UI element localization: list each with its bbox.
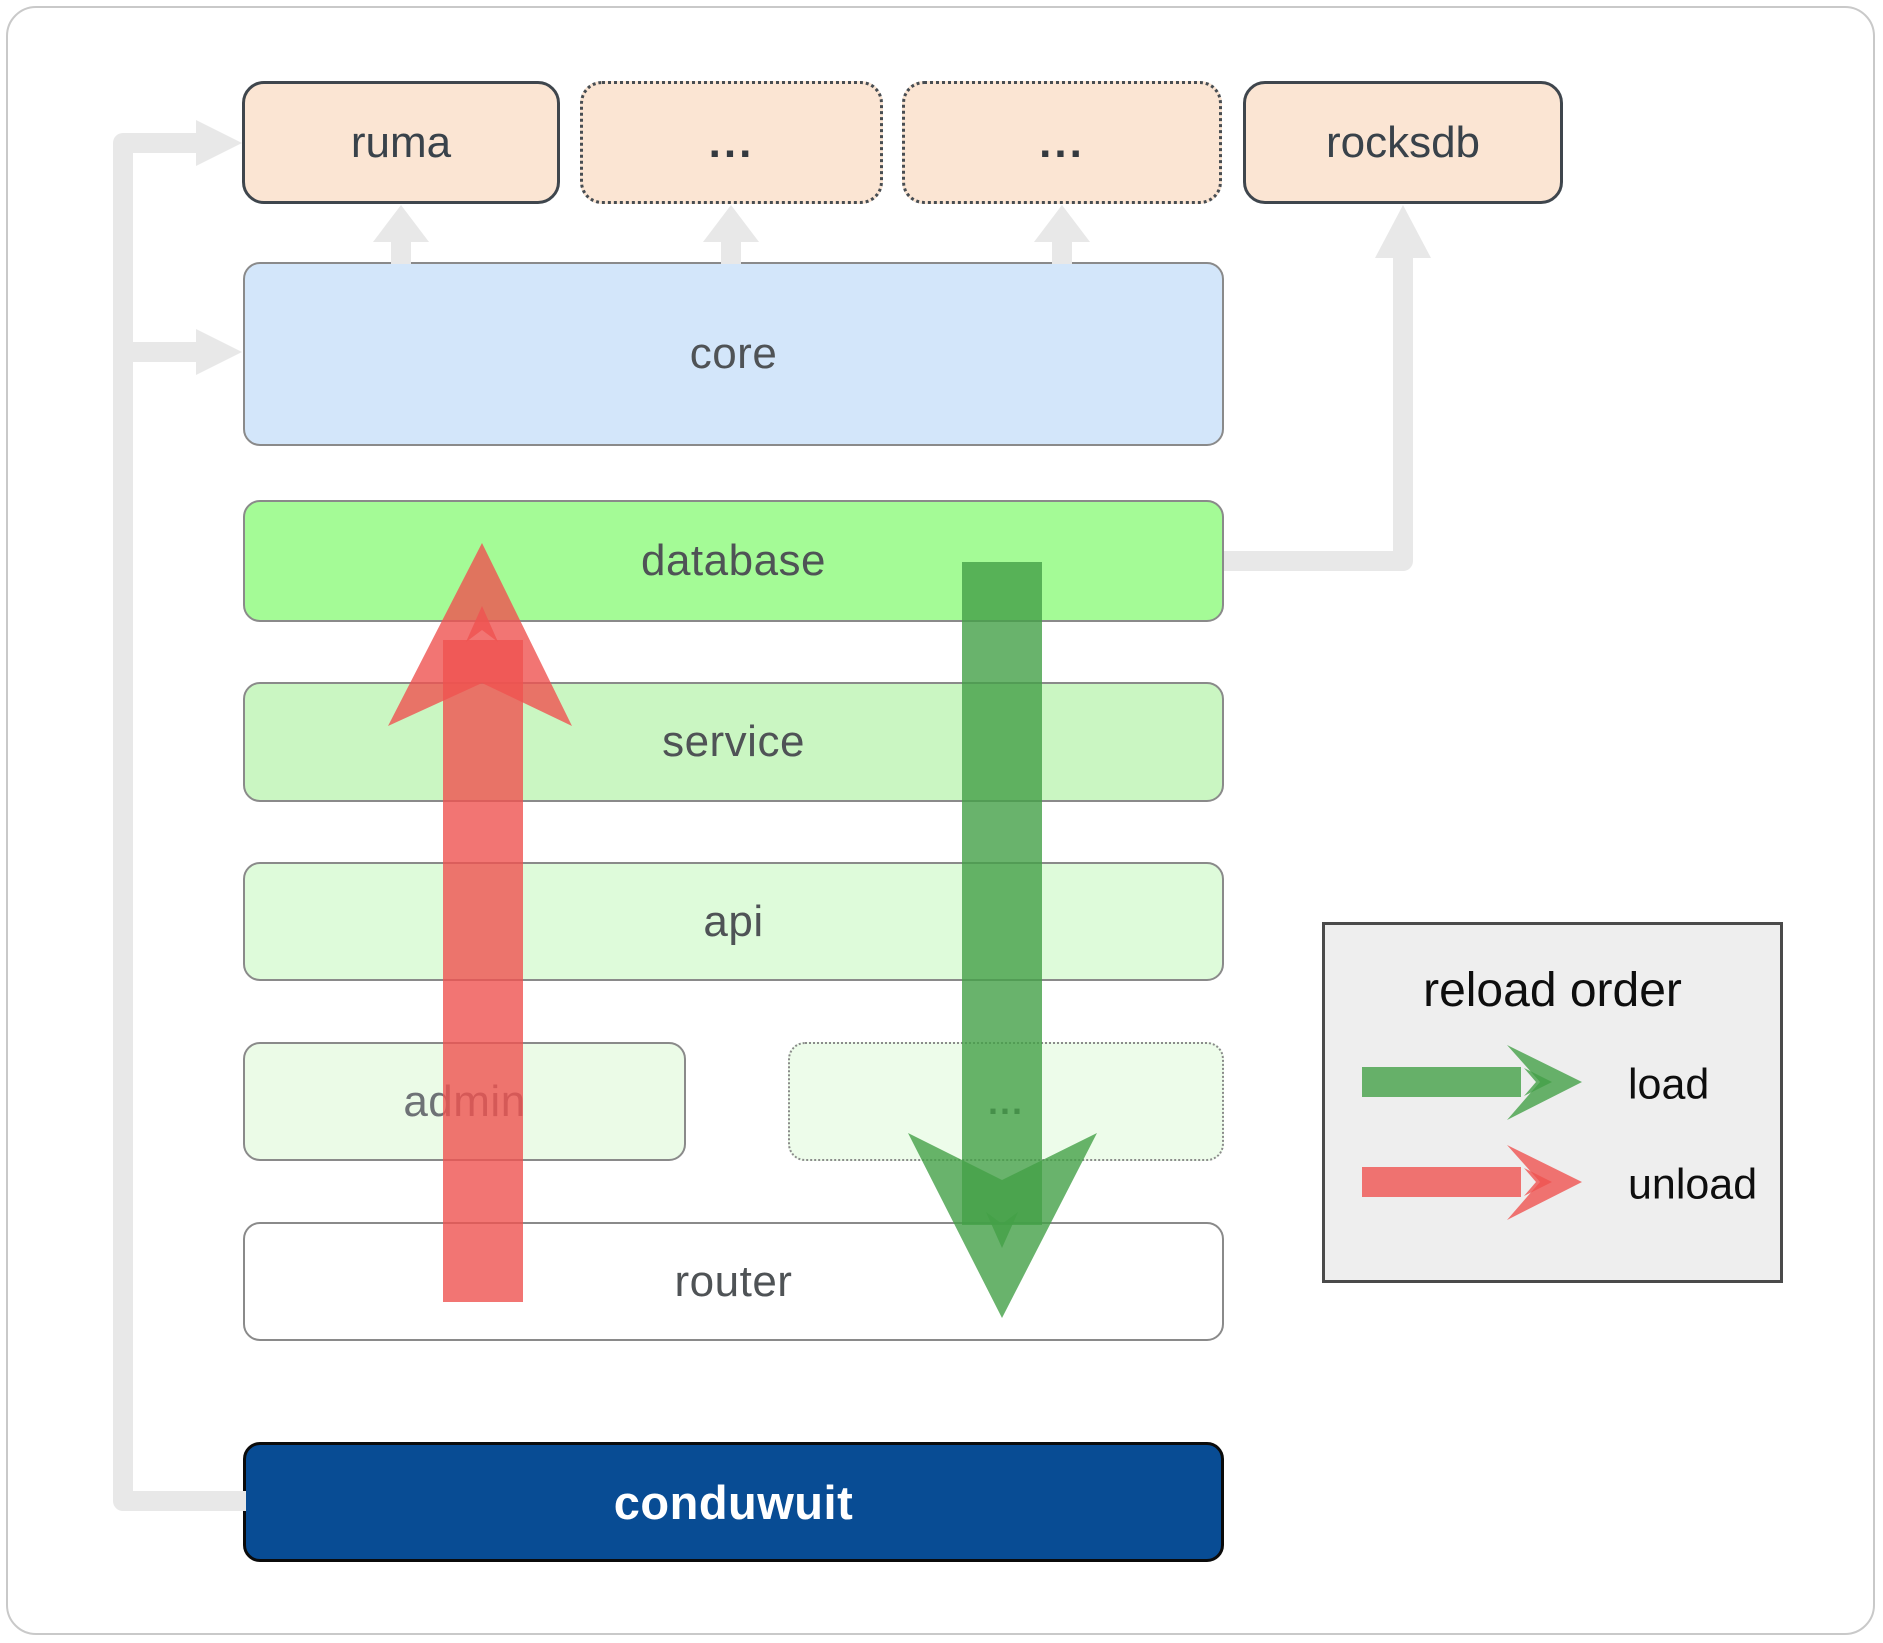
node-core: core (243, 262, 1224, 446)
node-rocksdb: rocksdb (1243, 81, 1563, 204)
node-database: database (243, 500, 1224, 622)
node-admin-ellipsis: ... (788, 1042, 1224, 1161)
node-service-label: service (662, 717, 805, 766)
node-service: service (243, 682, 1224, 802)
node-conduwuit: conduwuit (243, 1442, 1224, 1562)
node-top-ellipsis-1: ... (580, 81, 883, 204)
node-ruma-label: ruma (350, 117, 452, 167)
node-api-label: api (703, 896, 764, 946)
node-api: api (243, 862, 1224, 981)
legend-label-unload: unload (1628, 1160, 1758, 1209)
node-core-label: core (689, 329, 778, 378)
node-router-label: router (674, 1256, 793, 1306)
node-top-ellipsis-1-label: ... (708, 117, 755, 167)
node-admin-ellipsis-label: ... (987, 1080, 1024, 1122)
node-ruma: ruma (242, 81, 560, 204)
legend-title: reload order (1423, 964, 1682, 1017)
node-rocksdb-label: rocksdb (1325, 117, 1481, 167)
node-conduwuit-label: conduwuit (613, 1475, 854, 1529)
node-admin-label: admin (403, 1076, 526, 1126)
node-database-label: database (640, 536, 827, 585)
legend: reload order load unload (1322, 922, 1783, 1283)
node-router: router (243, 1222, 1224, 1341)
node-admin: admin (243, 1042, 686, 1161)
outer-frame (6, 6, 1875, 1635)
node-top-ellipsis-2: ... (902, 81, 1222, 204)
legend-label-load: load (1628, 1060, 1710, 1109)
node-top-ellipsis-2-label: ... (1039, 117, 1085, 167)
